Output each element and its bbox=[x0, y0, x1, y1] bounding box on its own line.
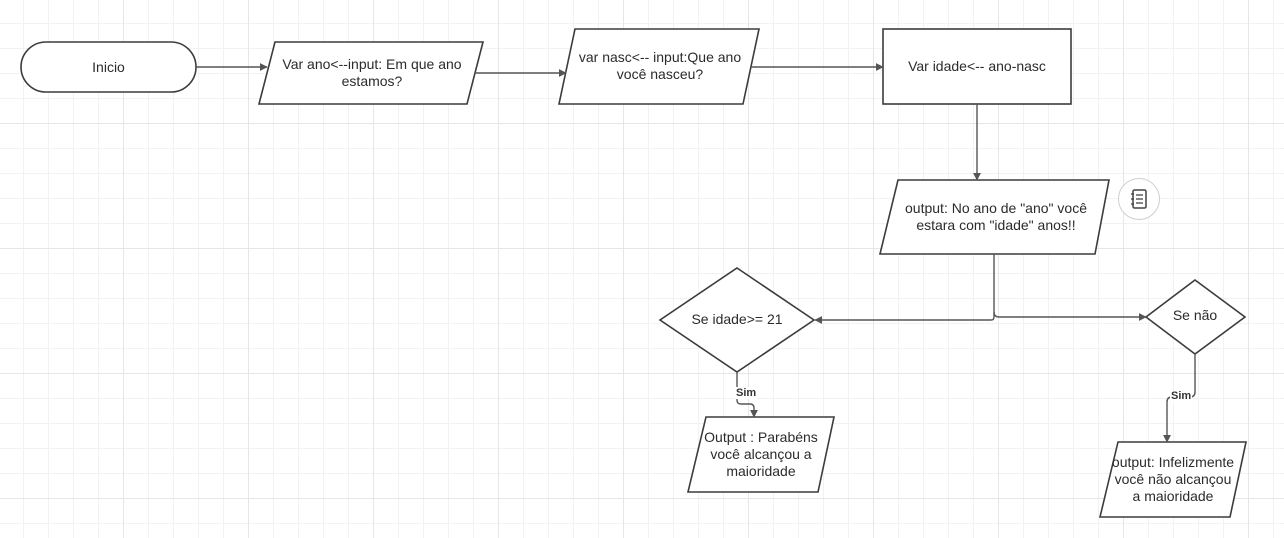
node-output-parabens-text: Output : Parabéns você alcançou a maiori… bbox=[704, 428, 818, 479]
node-input-ano-text: Var ano<--input: Em que ano estamos? bbox=[282, 56, 462, 89]
node-decision-senao-text: Se não bbox=[1172, 306, 1218, 323]
node-input-nasc-text: var nasc<-- input:Que ano você nasceu? bbox=[578, 49, 742, 82]
node-inicio-text: Inicio bbox=[92, 58, 125, 75]
node-output-idade-text: output: No ano de "ano" você estara com … bbox=[905, 200, 1087, 233]
edge-label-sim-right: Sim bbox=[1170, 390, 1193, 402]
node-output-parabens-shape[interactable] bbox=[686, 416, 835, 493]
node-input-nasc-shape[interactable] bbox=[558, 28, 760, 105]
node-input-ano-shape[interactable] bbox=[257, 41, 485, 105]
edge-label-sim-left: Sim bbox=[735, 387, 758, 399]
node-calc-idade-text: Var idade<-- ano-nasc bbox=[908, 58, 1046, 74]
notes-button[interactable] bbox=[1118, 178, 1160, 220]
node-decision-idade-text: Se idade>= 21 bbox=[691, 310, 783, 327]
notes-icon bbox=[1131, 189, 1147, 209]
node-output-idade-shape[interactable] bbox=[878, 179, 1110, 255]
node-output-infelizmente-text: output: Infelizmente você não alcançou a… bbox=[1111, 453, 1235, 504]
edge-output-to-decision-idade[interactable] bbox=[814, 254, 995, 324]
edge-decision-idade-to-parabens[interactable] bbox=[736, 372, 758, 418]
edge-output-to-decision-senao[interactable] bbox=[993, 311, 1147, 321]
node-output-infelizmente-shape[interactable] bbox=[1098, 441, 1247, 518]
